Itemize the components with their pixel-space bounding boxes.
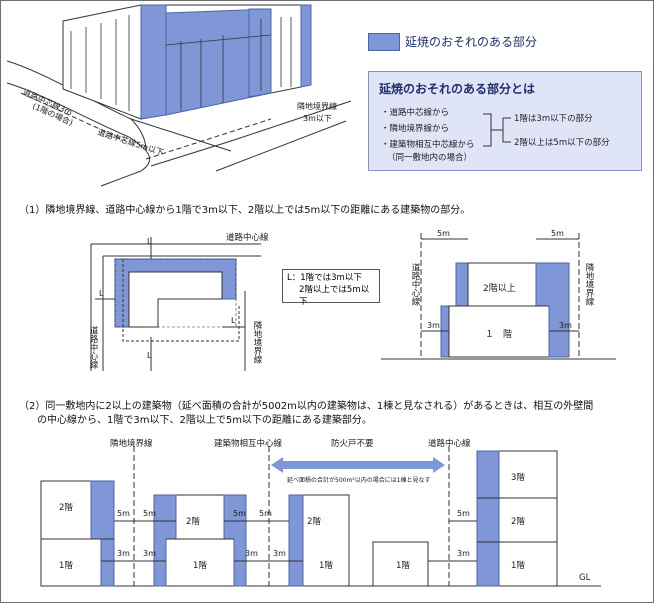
dim-3m: 3m: [457, 549, 470, 558]
elev-lower-floor: １ 階: [485, 330, 513, 340]
section2-heading-1: （2）同一敷地内に2以上の建築物（延べ面積の合計が5002m以内の建築物は、1棟…: [19, 401, 594, 412]
L-note-line: 2階以上では5m以下: [299, 285, 370, 307]
definition-item: ・隣地境界線から: [381, 124, 450, 134]
dim-5m: 5m: [233, 509, 246, 518]
section2-elevation: [40, 446, 601, 587]
perspective-building: [62, 4, 312, 120]
floor-label: 1階: [193, 561, 207, 571]
definition-title: 延焼のおそれのある部分とは: [379, 82, 536, 96]
line-label: 防火戸不要: [331, 439, 374, 449]
legend-label: 延焼のおそれのある部分: [405, 35, 538, 49]
boundary-label-2: 3m以下: [303, 114, 332, 123]
elev-left-3m: 3m: [427, 321, 440, 330]
line-label: 道路中心線: [428, 439, 471, 449]
dim-3m: 3m: [117, 549, 130, 558]
elevation-view: [381, 233, 616, 360]
floor-label: 1階: [319, 561, 333, 571]
definition-item: ・道路中芯線から: [381, 108, 450, 118]
plan-view: [90, 237, 261, 371]
elev-left-line: 道路中心線: [410, 263, 420, 306]
plan-L-left: L: [99, 289, 104, 298]
definition-box: 延焼のおそれのある部分とは ・道路中芯線から ・隣地境界線から ・建築物相互中芯…: [368, 71, 642, 171]
line-label: 建築物相互中心線: [214, 439, 283, 449]
floor-label: 2階: [511, 517, 525, 527]
dim-3m: 3m: [143, 549, 156, 558]
floor-label: 1階: [396, 561, 410, 571]
dim-5m: 5m: [117, 509, 130, 518]
floor-label: 1階: [59, 561, 73, 571]
floor-label: 2階: [59, 503, 73, 513]
top-street-illustration: [6, 60, 352, 187]
elev-right-3m: 3m: [559, 321, 572, 330]
arrow-note: 延べ面積の合計が500m²以内の場合には1棟と見なす: [287, 477, 431, 484]
elev-upper-floor: 2階以上: [483, 284, 516, 294]
plan-road-center: 道路中心線: [226, 233, 269, 243]
floor-label: 3階: [511, 473, 525, 483]
definition-item: ・建築物相互中芯線から: [381, 140, 475, 150]
dim-3m: 3m: [245, 549, 258, 558]
dim-5m: 5m: [259, 509, 272, 518]
plan-L-top: L: [147, 237, 152, 246]
dim-5m: 5m: [143, 509, 156, 518]
section2-heading-2: の中心線から、1階で3m以下、2階以上で5m以下の距離にある建築部分。: [37, 415, 372, 426]
section1-heading: （1）隣地境界線、道路中心線から1階で3m以下、2階以上では5m以下の距離にある…: [19, 205, 471, 216]
definition-result: 1階は3m以下の部分: [514, 114, 593, 124]
L-note: L：1階では3m以下 2階以上では5m以下: [282, 269, 380, 307]
definition-result: 2階以上は5m以下の部分: [514, 138, 610, 148]
floor-label: 2階: [307, 517, 321, 527]
legend-swatch: [368, 33, 400, 51]
dim-3m: 3m: [273, 549, 286, 558]
plan-L-right: L: [231, 316, 236, 325]
definition-item: （同一敷地内の場合）: [387, 153, 473, 163]
L-note-line: L：1階では3m以下: [287, 273, 362, 283]
floor-label: 2階: [186, 517, 200, 527]
line-label: 隣地境界線: [110, 439, 153, 449]
plan-boundary-vertical: 隣地境界線: [252, 321, 262, 364]
elev-right-line: 隣地境界線: [584, 263, 594, 306]
gl-label: GL: [579, 573, 591, 583]
floor-label: 1階: [511, 561, 525, 571]
elev-right-5m: 5m: [551, 229, 564, 238]
elev-left-5m: 5m: [437, 229, 450, 238]
plan-road-center-vertical: 道路中心線: [88, 326, 98, 369]
boundary-label-1: 隣地境界線: [297, 102, 337, 111]
plan-L-bottom: L: [147, 351, 152, 360]
definition-brace: [483, 113, 511, 147]
dim-5m: 5m: [457, 509, 470, 518]
